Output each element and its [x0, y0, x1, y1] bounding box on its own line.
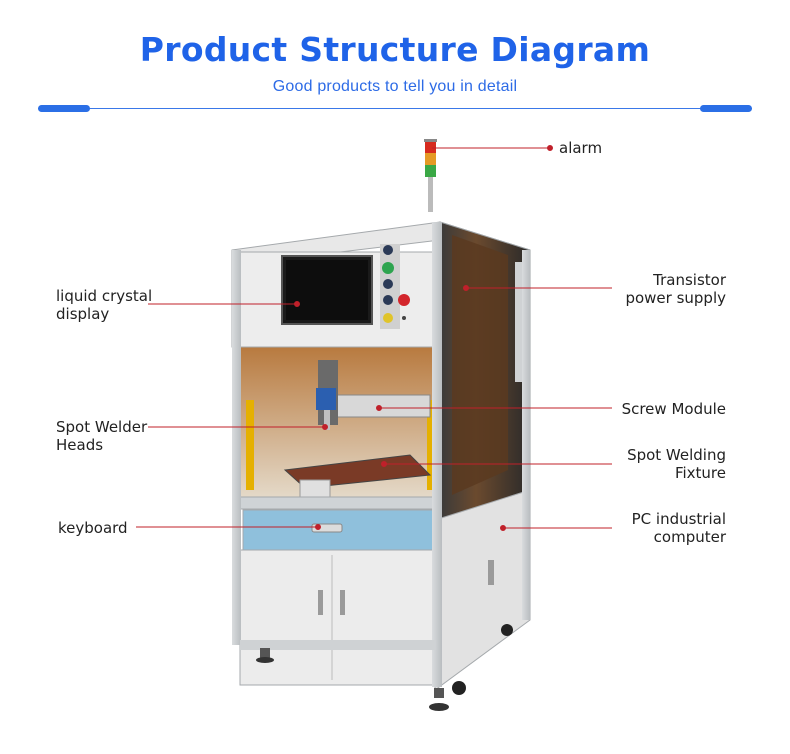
label-screw-module: Screw Module — [621, 400, 726, 418]
lower-cabinet — [239, 489, 531, 691]
label-welder-heads: Spot Welder Heads — [56, 418, 148, 454]
work-chamber — [239, 346, 436, 499]
divider-cap-right — [700, 105, 752, 112]
divider-cap-left — [38, 105, 90, 112]
label-keyboard: keyboard — [58, 519, 128, 537]
label-transistor: Transistor power supply — [625, 271, 726, 307]
frame — [232, 222, 530, 687]
page-title: Product Structure Diagram — [139, 30, 651, 69]
keyboard-drawer — [239, 496, 436, 551]
alarm-tower — [424, 139, 437, 212]
page-subtitle: Good products to tell you in detail — [272, 78, 518, 95]
header-divider — [38, 108, 752, 109]
casters — [256, 624, 513, 711]
label-alarm: alarm — [559, 139, 603, 157]
label-pc: PC industrial computer — [631, 510, 726, 546]
side-window — [439, 221, 531, 521]
label-lcd: liquid crystal display — [56, 287, 153, 323]
label-welding-fixture: Spot Welding Fixture — [627, 446, 726, 482]
